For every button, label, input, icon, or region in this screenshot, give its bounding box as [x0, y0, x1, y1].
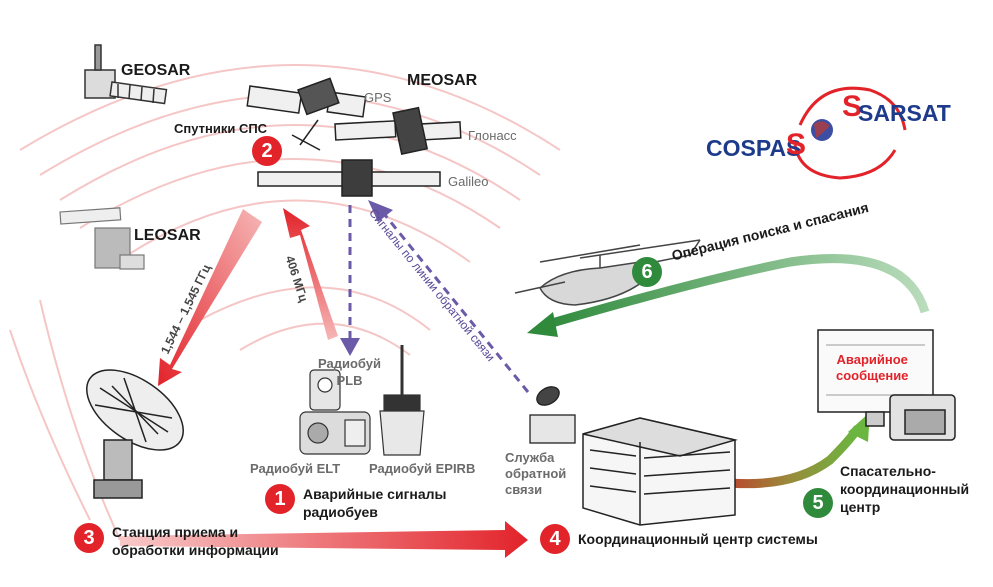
step-4-label: Координационный центр системы	[578, 531, 818, 547]
leosar-label: LEOSAR	[134, 227, 201, 244]
return-link-down-arrow	[340, 205, 360, 356]
plb-label: Радиобуй PLB	[318, 356, 381, 388]
downlink-ghz-arrow	[158, 209, 262, 386]
helicopter-icon	[514, 239, 701, 306]
elt-beacon-icon	[299, 411, 371, 455]
step-1-label: Аварийные сигналы радиобуев	[303, 486, 447, 520]
screen-alert-text: Аварийное сообщение	[836, 352, 909, 383]
step-4-badge: 4	[540, 524, 570, 554]
rcc-phone-icon	[889, 394, 956, 441]
rcc-arrow	[717, 412, 870, 489]
return-link-diagonal-arrow	[368, 200, 530, 393]
step-5-badge: 5	[803, 488, 833, 518]
logo-cospas: COSPAS	[706, 135, 802, 161]
step-6-badge: 6	[632, 257, 662, 287]
glonass-label: Глонасс	[468, 128, 517, 143]
leosar-satellite-icon	[59, 207, 145, 270]
galileo-satellite-icon	[257, 159, 441, 197]
elt-label: Радиобуй ELT	[250, 461, 341, 476]
station-to-center-arrow	[120, 521, 528, 558]
plb-beacon-icon	[309, 369, 341, 411]
uplink-406-arrow	[283, 208, 338, 340]
logo-sarsat: SARSAT	[858, 100, 951, 126]
gps-satellite-icon	[246, 77, 367, 151]
step-5-label: Спасательно- координационный центр	[840, 463, 970, 515]
gps-label: GPS	[364, 90, 392, 105]
logo-s-letter-2: S	[842, 90, 863, 123]
epirb-beacon-icon	[379, 345, 425, 456]
logo-s-letter: S	[786, 128, 807, 161]
epirb-label: Радиобуй EPIRB	[369, 461, 476, 476]
return-service-label: Служба обратной связи	[505, 450, 567, 497]
step-1-badge: 1	[265, 484, 295, 514]
sps-satellites-caption: Спутники СПС	[174, 121, 268, 136]
radio-waves	[9, 64, 561, 541]
glonass-satellite-icon	[334, 106, 462, 155]
step-2-badge: 2	[252, 136, 282, 166]
geosar-label: GEOSAR	[121, 62, 191, 79]
return-service-antenna-icon	[529, 386, 576, 444]
step-3-label: Станция приема и обработки информации	[112, 524, 279, 558]
cospas-sarsat-logo	[793, 86, 907, 180]
galileo-label: Galileo	[448, 174, 489, 189]
geosar-satellite-icon	[84, 44, 168, 105]
search-rescue-arrow	[527, 254, 930, 337]
meosar-label: MEOSAR	[407, 72, 478, 89]
ground-station-dish-icon	[86, 369, 184, 499]
step-3-badge: 3	[74, 523, 104, 553]
coordination-center-building-icon	[582, 417, 738, 526]
